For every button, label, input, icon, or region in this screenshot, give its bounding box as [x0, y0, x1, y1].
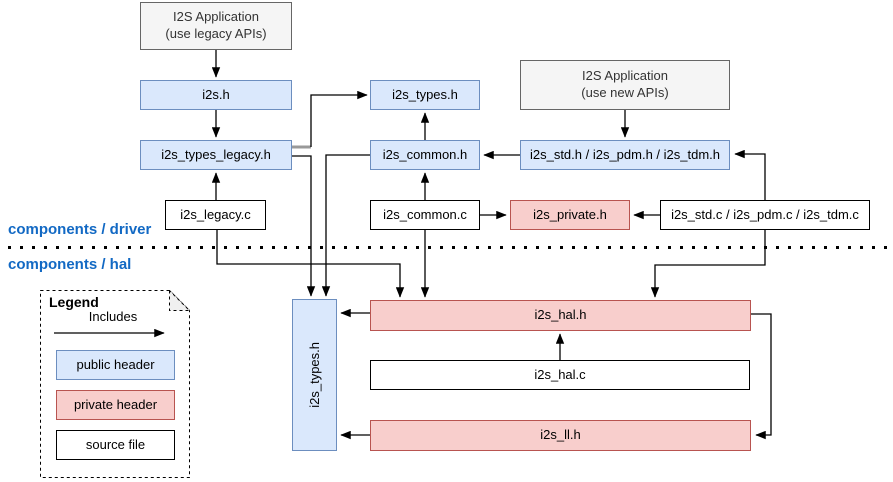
- node-i2s-std-pdm-tdm-c: i2s_std.c / i2s_pdm.c / i2s_tdm.c: [660, 200, 870, 230]
- legend-includes-label: Includes: [88, 309, 138, 324]
- legend: Legend Includes public header private he…: [40, 290, 190, 478]
- edge-types-legacy-to-hal-types: [292, 155, 316, 297]
- node-app-legacy-line1: I2S Application: [172, 9, 259, 25]
- node-app-new-line1: I2S Application: [581, 68, 668, 84]
- node-i2s-hal-h: i2s_hal.h: [370, 300, 751, 331]
- legend-item-public-header: public header: [56, 350, 175, 380]
- legend-item-private-header: private header: [56, 390, 175, 420]
- edge-std-c-to-hal-h: [650, 230, 766, 298]
- section-label-hal: components / hal: [8, 256, 132, 273]
- node-app-new: I2S Application (use new APIs): [520, 60, 730, 110]
- edge-std-c-to-std-h: [734, 149, 766, 200]
- node-i2s-private-h: i2s_private.h: [510, 200, 630, 230]
- node-i2s-common-h: i2s_common.h: [370, 140, 480, 170]
- edge-hal-h-to-ll-h: [751, 313, 772, 440]
- edge-types-legacy-to-types-h: [310, 90, 368, 147]
- node-i2s-std-pdm-tdm-h: i2s_std.h / i2s_pdm.h / i2s_tdm.h: [520, 140, 730, 170]
- node-hal-i2s-types-h: i2s_types.h: [292, 299, 337, 451]
- node-i2s-types-h: i2s_types.h: [370, 80, 480, 110]
- node-hal-i2s-types-h-label: i2s_types.h: [307, 342, 322, 408]
- legend-folded-corner-icon: [169, 290, 190, 311]
- node-i2s-h: i2s.h: [140, 80, 292, 110]
- legend-item-source-file: source file: [56, 430, 175, 460]
- driver-hal-divider: [8, 246, 890, 249]
- edge-common-h-to-hal-types: [321, 154, 370, 297]
- node-i2s-ll-h: i2s_ll.h: [370, 420, 751, 451]
- node-i2s-types-legacy-h: i2s_types_legacy.h: [140, 140, 292, 170]
- edge-legacy-c-to-hal-h: [216, 230, 405, 298]
- node-app-new-line2: (use new APIs): [581, 85, 669, 100]
- node-i2s-common-c: i2s_common.c: [370, 200, 480, 230]
- node-app-legacy: I2S Application (use legacy APIs): [140, 2, 292, 50]
- node-app-legacy-line2: (use legacy APIs): [165, 26, 267, 41]
- legend-includes-arrow-icon: [54, 328, 165, 338]
- legend-title: Legend: [49, 294, 99, 310]
- section-label-driver: components / driver: [8, 221, 152, 238]
- node-i2s-legacy-c: i2s_legacy.c: [165, 200, 266, 230]
- node-i2s-hal-c: i2s_hal.c: [370, 360, 750, 390]
